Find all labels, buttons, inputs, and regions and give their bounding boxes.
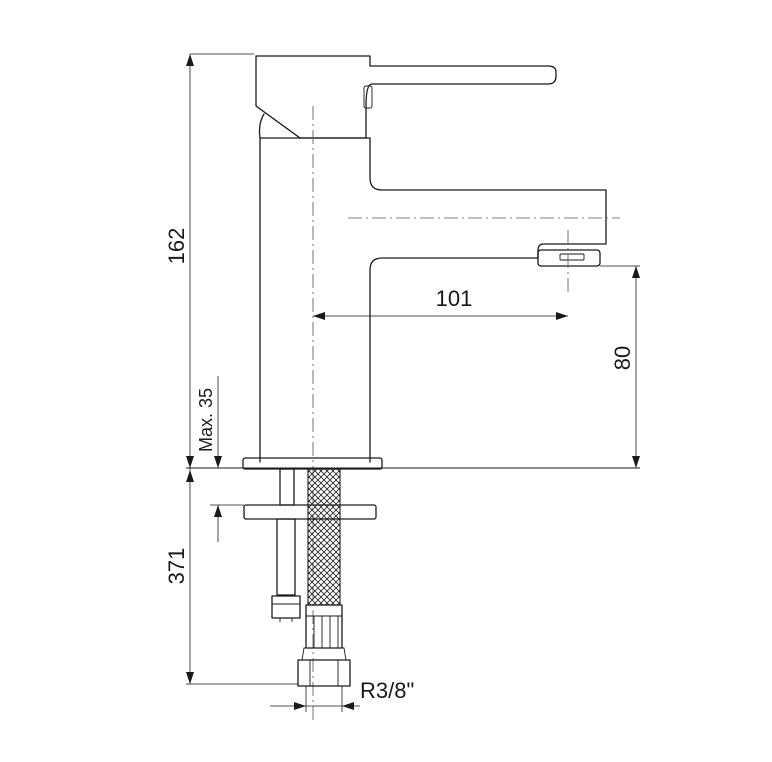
dim-total-height: 162 [164,53,254,468]
dim-spout-height: 80 [600,265,640,468]
label-max-deck: Max. 35 [196,388,216,452]
braided-hose [297,468,351,687]
label-total-height: 162 [164,228,189,265]
dim-hose-length: 371 [164,468,298,685]
label-connection: R3/8" [360,678,414,703]
dim-spout-reach: 101 [313,286,568,320]
label-spout-height: 80 [610,346,635,370]
mounting-assembly [186,457,640,622]
dim-max-deck: Max. 35 [196,376,244,542]
faucet-body [255,55,607,463]
centerlines [312,106,620,720]
label-hose-length: 371 [164,548,189,585]
dim-connection: R3/8" [270,678,414,712]
label-spout-reach: 101 [436,286,473,311]
